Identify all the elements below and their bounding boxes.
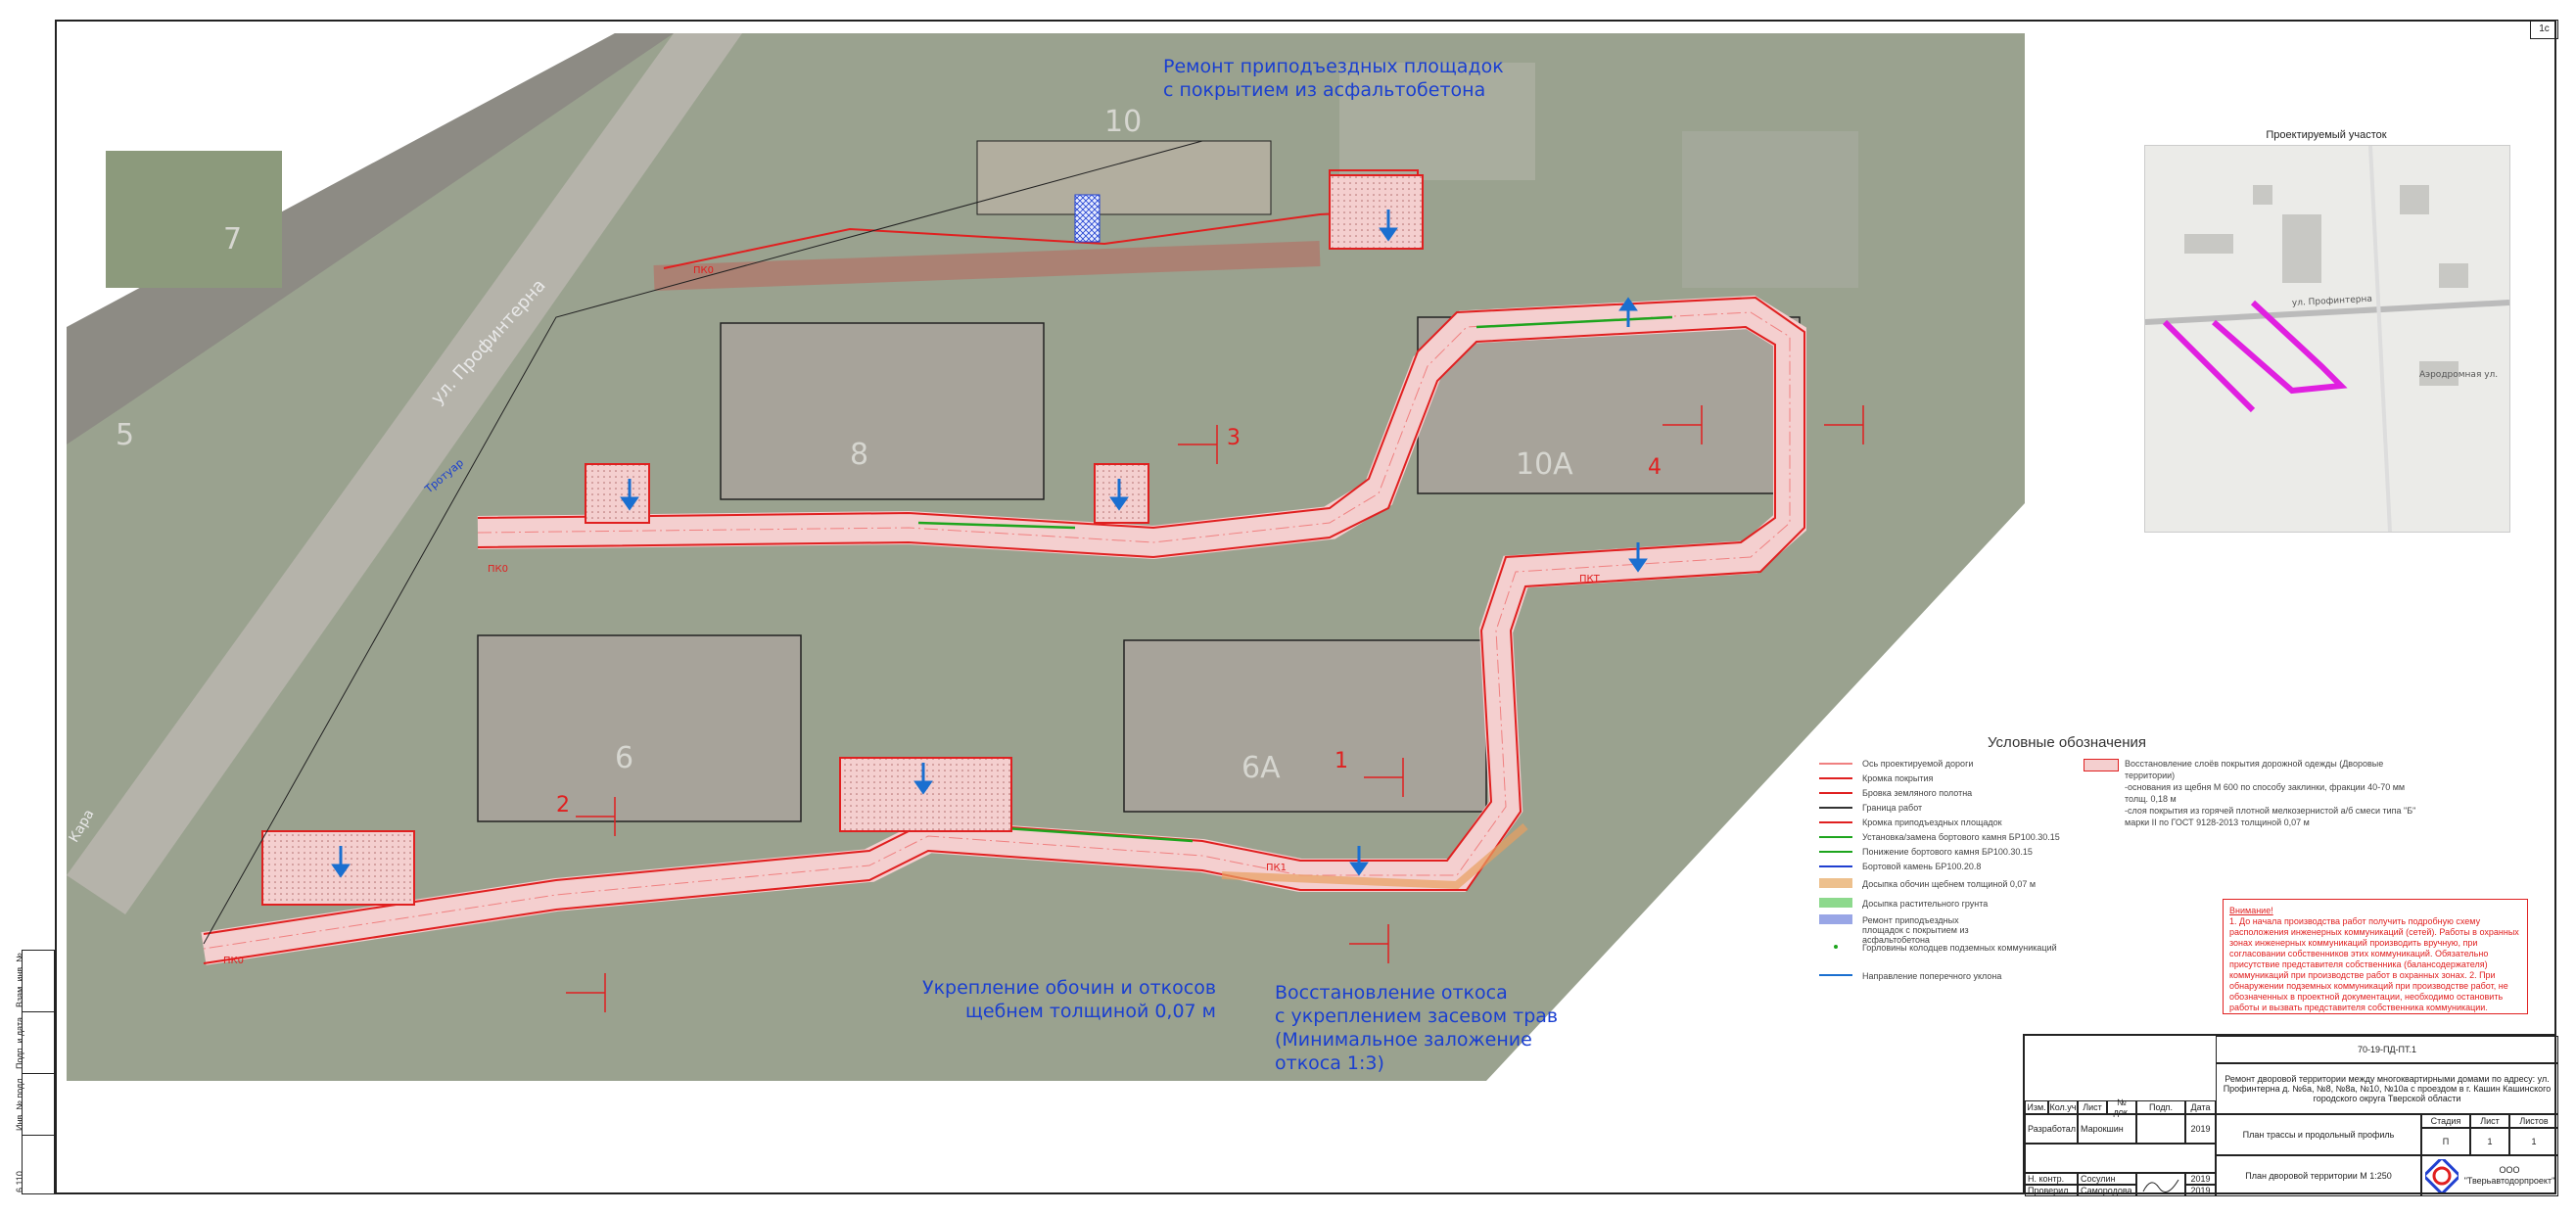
company-logo-icon bbox=[2424, 1159, 2459, 1192]
pk-label: ПК0 bbox=[223, 956, 244, 966]
legend-swatch bbox=[1819, 898, 1852, 908]
legend-label: Бровка земляного полотна bbox=[1862, 788, 1973, 798]
stage-value: П bbox=[2421, 1128, 2470, 1155]
building-number: 10 bbox=[1104, 105, 1142, 139]
legend-label: Установка/замена бортового камня БР100.3… bbox=[1862, 832, 2060, 842]
legend-label: Бортовой камень БР100.20.8 bbox=[1862, 862, 1982, 871]
section-mark: 2 bbox=[556, 793, 570, 818]
stamp-field: Инв. № подл. bbox=[15, 1075, 24, 1131]
header-cell: Дата bbox=[2185, 1100, 2216, 1114]
pk-label: ПК0 bbox=[693, 265, 714, 276]
building-number: 10А bbox=[1516, 447, 1573, 482]
company-name: "Тверьавтодорпроект" bbox=[2463, 1176, 2555, 1186]
pk-label: ПК1 bbox=[1266, 863, 1287, 873]
header-cell: Кол.уч bbox=[2048, 1100, 2078, 1114]
sheet-number-box: 1с bbox=[2530, 20, 2558, 39]
building-number: 7 bbox=[223, 222, 242, 257]
signature bbox=[2136, 1173, 2185, 1196]
legend-label: Ось проектируемой дороги bbox=[1862, 759, 1974, 769]
header-cell: Подп. bbox=[2136, 1100, 2185, 1114]
warning-note: Внимание! 1. До начала производства рабо… bbox=[2223, 899, 2528, 1014]
building-number: 6А bbox=[1241, 751, 1281, 785]
building-6a bbox=[1123, 639, 1487, 813]
sheet-title: План дворовой территории М 1:250 bbox=[2216, 1155, 2421, 1196]
stamp-field: 6.110 bbox=[15, 1171, 24, 1192]
aerial-site-plan: Тротуар ул. Профинтерна Кара 7 5 8 10 10… bbox=[67, 33, 2025, 1081]
legend-swatch bbox=[1819, 763, 1852, 765]
header-cell: № док. bbox=[2107, 1098, 2136, 1117]
legend-swatch bbox=[1819, 914, 1852, 924]
stage-header: Стадия bbox=[2421, 1114, 2470, 1128]
sheets-value: 1 bbox=[2509, 1128, 2558, 1155]
building-10 bbox=[976, 140, 1272, 215]
legend-label: Кромка покрытия bbox=[1862, 773, 1934, 783]
stamp-field: Подп. и дата bbox=[15, 1016, 24, 1069]
inset-street: Аэродромная ул. bbox=[2419, 370, 2498, 380]
title-block: 70-19-ПД-ПТ.1 Ремонт дворовой территории… bbox=[2023, 1034, 2558, 1196]
left-stamp: Взам. инв. № Подп. и дата Инв. № подл. 6… bbox=[15, 950, 55, 1194]
drawing-frame bbox=[55, 20, 2556, 1194]
company-form: ООО bbox=[2499, 1165, 2520, 1175]
section-mark: 4 bbox=[1648, 455, 1662, 480]
sheet-value: 1 bbox=[2470, 1128, 2509, 1155]
sign-date: 2019 bbox=[2185, 1185, 2216, 1196]
pk-label: ПКТ bbox=[1579, 574, 1601, 584]
header-cell: Лист bbox=[2078, 1100, 2107, 1114]
project-title: Ремонт дворовой территории между многокв… bbox=[2216, 1063, 2558, 1114]
slope-arrow-icon bbox=[1819, 974, 1852, 976]
header-cell: Изм. bbox=[2025, 1100, 2048, 1114]
legend-title: Условные обозначения bbox=[1988, 734, 2147, 751]
legend-swatch bbox=[1819, 821, 1852, 823]
location-inset-map: ул. Профинтерна Аэродромная ул. bbox=[2144, 145, 2510, 533]
annotation-shoulder: Укрепление обочин и откосов щебнем толщи… bbox=[922, 977, 1217, 1022]
legend-swatch bbox=[1819, 836, 1852, 838]
sign-date: 2019 bbox=[2185, 1114, 2216, 1144]
signer-role: Н. контр. bbox=[2025, 1173, 2078, 1185]
legend-label: Досыпка растительного грунта bbox=[1862, 899, 1989, 909]
company-cell: ООО "Тверьавтодорпроект" bbox=[2421, 1155, 2558, 1196]
signer-role: Проверил bbox=[2025, 1185, 2078, 1196]
legend-pavement-swatch bbox=[2084, 759, 2119, 771]
building-6 bbox=[477, 634, 802, 822]
legend-swatch bbox=[1834, 945, 1838, 949]
signer-role: Разработал bbox=[2025, 1114, 2078, 1144]
document-code: 70-19-ПД-ПТ.1 bbox=[2216, 1036, 2558, 1063]
section-mark: 1 bbox=[1335, 749, 1348, 773]
signer-name: Марокшин bbox=[2078, 1114, 2136, 1144]
section-title: План трассы и продольный профиль bbox=[2216, 1114, 2421, 1155]
signer-name: Самородова bbox=[2078, 1185, 2136, 1196]
sheet-header: Лист bbox=[2470, 1114, 2509, 1128]
legend-label: Понижение бортового камня БР100.30.15 bbox=[1862, 847, 2033, 857]
legend-swatch bbox=[1819, 777, 1852, 779]
legend-swatch bbox=[1819, 851, 1852, 853]
legend-pavement-text: Восстановление слоёв покрытия дорожной о… bbox=[2125, 759, 2416, 827]
sheets-header: Листов bbox=[2509, 1114, 2558, 1128]
legend-label: Досыпка обочин щебнем толщиной 0,07 м bbox=[1862, 879, 2037, 889]
building-8 bbox=[720, 322, 1045, 500]
sign-date: 2019 bbox=[2185, 1173, 2216, 1185]
signer-name: Сосулин bbox=[2078, 1173, 2136, 1185]
building-number: 5 bbox=[116, 418, 134, 452]
signature bbox=[2136, 1114, 2185, 1144]
building-number: 6 bbox=[615, 741, 633, 775]
section-mark: 3 bbox=[1227, 426, 1241, 450]
stamp-field: Взам. инв. № bbox=[15, 953, 24, 1007]
legend-label: Граница работ bbox=[1862, 803, 1923, 813]
legend-label: Ремонт приподъездных площадок с покрытие… bbox=[1862, 915, 1969, 945]
legend-swatch bbox=[1819, 865, 1852, 867]
legend-swatch bbox=[1819, 878, 1852, 888]
legend-swatch bbox=[1819, 807, 1852, 809]
legend-label: Направление поперечного уклона bbox=[1862, 971, 2002, 981]
legend-label: Горловины колодцев подземных коммуникаци… bbox=[1862, 943, 2057, 953]
pk-label: ПК0 bbox=[488, 564, 508, 575]
inset-street: ул. Профинтерна bbox=[2292, 295, 2373, 308]
legend-swatch bbox=[1819, 792, 1852, 794]
annotation-slope: Восстановление откоса с укреплением засе… bbox=[1275, 982, 1559, 1074]
legend-label: Кромка приподъездных площадок bbox=[1862, 818, 2002, 827]
building-number: 8 bbox=[850, 438, 868, 472]
annotation-parking-repair: Ремонт приподъездных площадок с покрытие… bbox=[1163, 56, 1504, 101]
inset-title: Проектируемый участок bbox=[2266, 129, 2387, 141]
